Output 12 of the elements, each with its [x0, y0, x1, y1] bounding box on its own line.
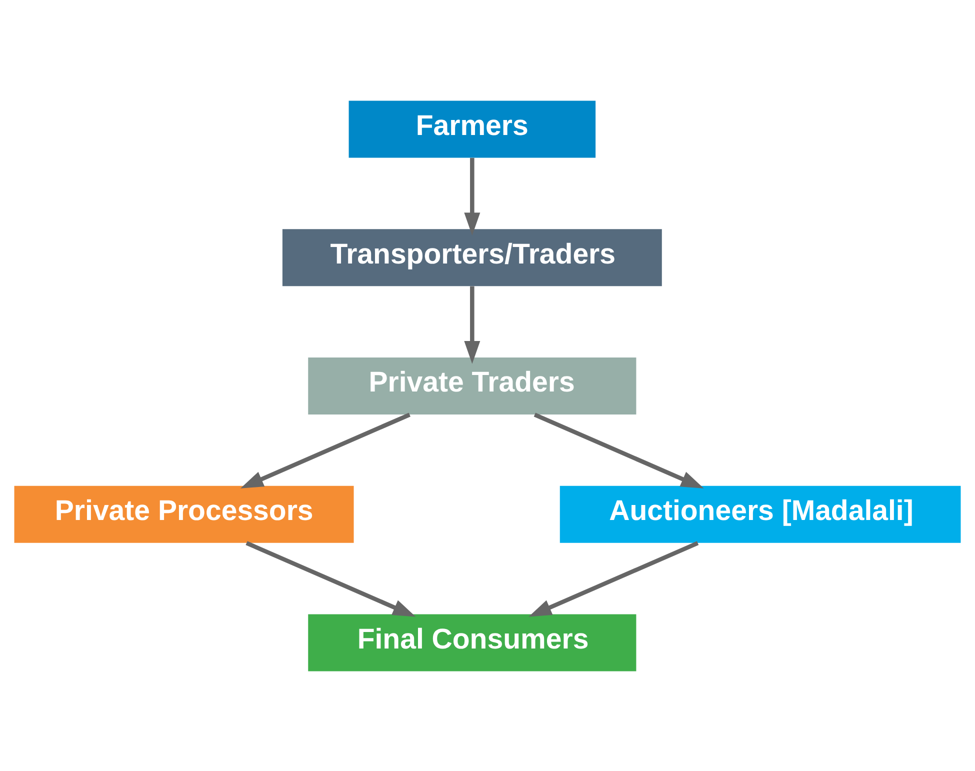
node-box: Private Processors: [14, 485, 354, 542]
arrow: [528, 540, 699, 616]
node-box: Auctioneers [Madalali]: [560, 485, 961, 542]
arrow: [534, 412, 704, 488]
node-box: Private Traders: [308, 356, 636, 414]
arrow: [240, 412, 410, 488]
node-box: Farmers: [348, 100, 596, 158]
node-box: Final Consumers: [308, 614, 636, 671]
arrow: [464, 286, 480, 364]
node-box: Transporters/Traders: [282, 228, 662, 286]
arrow: [246, 540, 416, 616]
arrow: [464, 157, 480, 235]
